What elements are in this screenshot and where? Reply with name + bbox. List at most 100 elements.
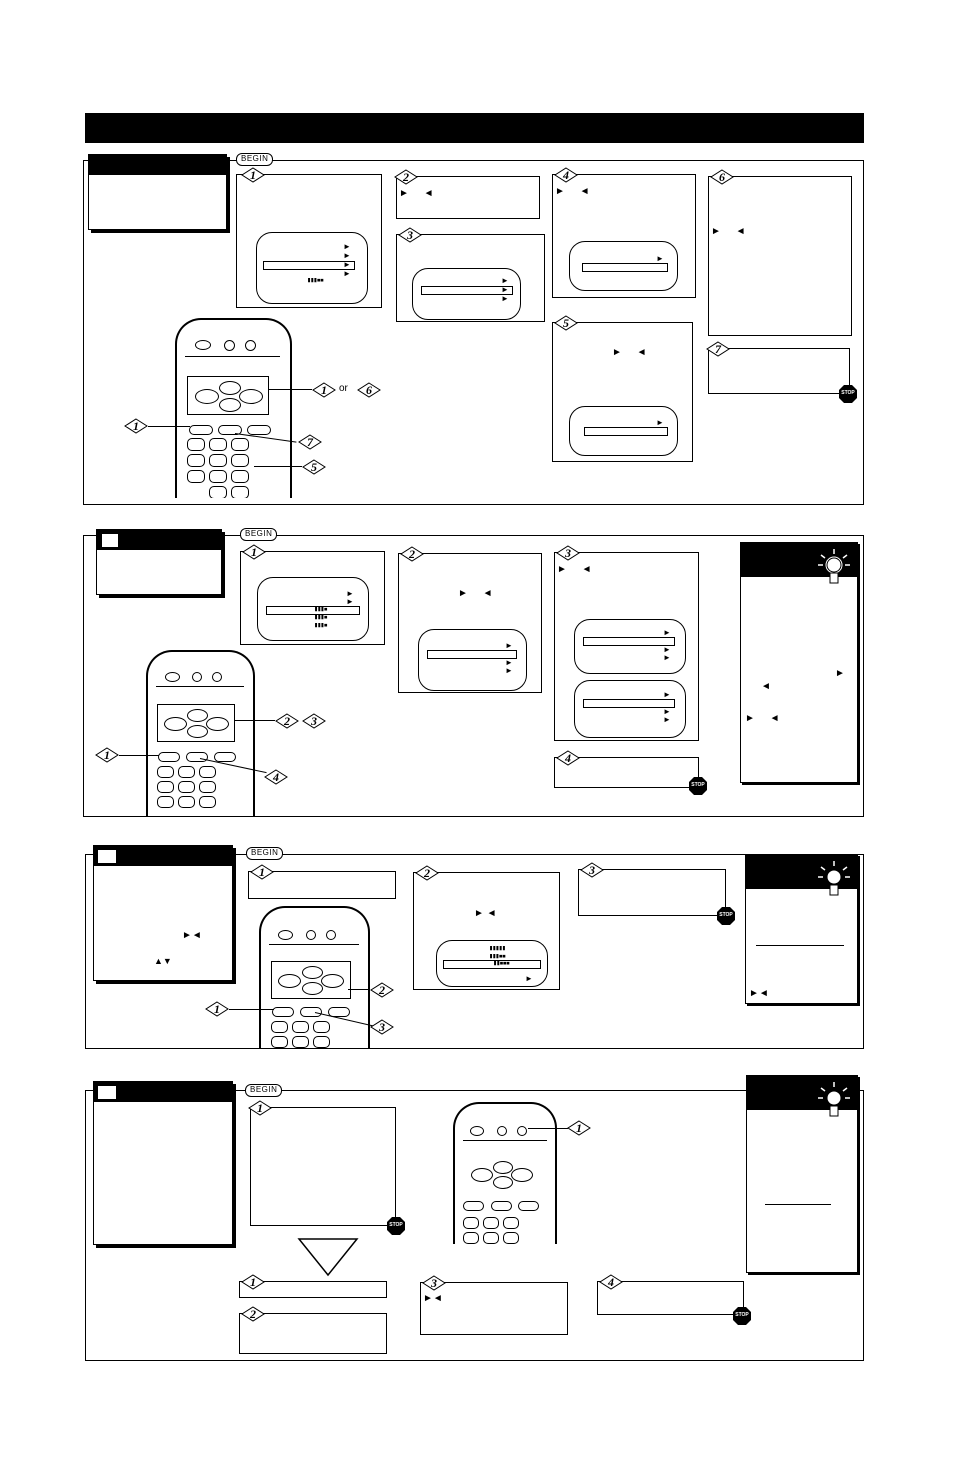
remote-button[interactable] (497, 1126, 507, 1136)
status-button[interactable] (186, 752, 208, 762)
status-button[interactable] (218, 425, 242, 435)
nav-up-button[interactable] (187, 709, 208, 722)
status-button[interactable] (300, 1007, 322, 1017)
remote-button[interactable] (192, 672, 202, 682)
number-key[interactable] (313, 1036, 330, 1048)
power-button[interactable] (278, 930, 293, 940)
number-key[interactable] (209, 454, 227, 467)
number-key[interactable] (199, 766, 216, 778)
power-button[interactable] (165, 672, 180, 682)
remote-button[interactable] (224, 340, 235, 351)
number-key[interactable] (463, 1232, 479, 1244)
menu-button[interactable] (272, 1007, 294, 1017)
number-key[interactable] (199, 796, 216, 808)
number-key[interactable] (178, 766, 195, 778)
number-key[interactable] (271, 1021, 288, 1033)
power-button[interactable] (195, 340, 211, 350)
remote-button[interactable] (306, 930, 316, 940)
tv-menu-screen-1: ► ► ► ► ▮▮▮▪▪ (256, 232, 368, 304)
tip-box-3: ►◄ (745, 854, 858, 1004)
tv-menu-screen: ► ► ► (574, 619, 686, 674)
step-badge-1: 1 (241, 1274, 265, 1290)
nav-up-button[interactable] (219, 381, 241, 395)
number-key[interactable] (187, 470, 205, 483)
nav-right-button[interactable] (321, 974, 344, 988)
status-button[interactable] (491, 1201, 512, 1211)
step-badge-1: 1 (242, 544, 266, 560)
number-key[interactable] (231, 470, 249, 483)
step-4-bracket (554, 757, 699, 788)
callout-line (119, 755, 159, 756)
number-key[interactable] (187, 454, 205, 467)
stop-icon: STOP (387, 1217, 405, 1235)
tv-menu-screen-5: ► (569, 406, 678, 456)
nav-down-button[interactable] (187, 725, 208, 738)
up-down-arrows: ▲▼ (154, 956, 172, 966)
step-badge-4: 4 (556, 750, 580, 766)
nav-left-button[interactable] (195, 389, 219, 404)
arrow-keys-text: ► ◄ (612, 347, 647, 358)
number-key[interactable] (209, 486, 227, 498)
power-button[interactable] (470, 1126, 484, 1136)
number-key[interactable] (503, 1217, 519, 1229)
number-key[interactable] (231, 454, 249, 467)
number-key[interactable] (157, 796, 174, 808)
number-key[interactable] (209, 438, 227, 451)
number-key[interactable] (292, 1036, 309, 1048)
number-key[interactable] (157, 781, 174, 793)
number-key[interactable] (231, 438, 249, 451)
tv-menu-screen: ► ► ► (574, 680, 686, 738)
tip-rule (756, 945, 844, 946)
remote-button[interactable] (214, 752, 236, 762)
nav-up-button[interactable] (302, 966, 323, 979)
number-key[interactable] (463, 1217, 479, 1229)
number-key[interactable] (199, 781, 216, 793)
remote-button[interactable] (326, 930, 336, 940)
number-key[interactable] (178, 796, 195, 808)
menu-button[interactable] (158, 752, 180, 762)
step-badge-4: 4 (554, 167, 578, 183)
nav-down-button[interactable] (302, 982, 323, 995)
nav-left-button[interactable] (164, 717, 187, 731)
number-key[interactable] (483, 1217, 499, 1229)
nav-left-button[interactable] (278, 974, 301, 988)
remote-button[interactable] (212, 672, 222, 682)
nav-right-button[interactable] (206, 717, 229, 731)
menu-arrow: ► (525, 974, 533, 983)
number-key[interactable] (313, 1021, 330, 1033)
number-key[interactable] (187, 438, 205, 451)
sleep-button[interactable] (517, 1126, 527, 1136)
remote-button[interactable] (518, 1201, 539, 1211)
light-bulb-icon (818, 861, 850, 896)
nav-left-button[interactable] (471, 1168, 493, 1182)
number-key[interactable] (483, 1232, 499, 1244)
number-key[interactable] (157, 766, 174, 778)
nav-down-button[interactable] (219, 398, 241, 412)
number-key[interactable] (178, 781, 195, 793)
callout-line (254, 466, 302, 467)
number-key[interactable] (231, 486, 249, 498)
remote-button[interactable] (245, 340, 256, 351)
begin-tag-2: BEGIN (240, 528, 278, 541)
menu-button[interactable] (463, 1201, 484, 1211)
number-key[interactable] (503, 1232, 519, 1244)
nav-right-button[interactable] (239, 389, 263, 404)
remote-button[interactable] (328, 1007, 350, 1017)
remote-button[interactable] (247, 425, 271, 435)
nav-right-button[interactable] (511, 1168, 533, 1182)
intro-header-1 (89, 155, 226, 175)
remote-control-4 (453, 1102, 557, 1244)
number-key[interactable] (209, 470, 227, 483)
remote-divider (185, 356, 280, 357)
level-bar: ▮▮▮▪ (314, 605, 328, 613)
begin-tag-4: BEGIN (245, 1084, 283, 1097)
callout-badge-2: 2 (370, 982, 394, 998)
number-key[interactable] (292, 1021, 309, 1033)
menu-button[interactable] (189, 425, 213, 435)
callout-badge-3: 3 (302, 713, 326, 729)
nav-up-button[interactable] (493, 1161, 513, 1174)
tip-box-2: ► ◄ ► ◄ (740, 542, 858, 783)
number-key[interactable] (271, 1036, 288, 1048)
remote-control-2 (146, 650, 255, 816)
nav-down-button[interactable] (493, 1176, 513, 1189)
